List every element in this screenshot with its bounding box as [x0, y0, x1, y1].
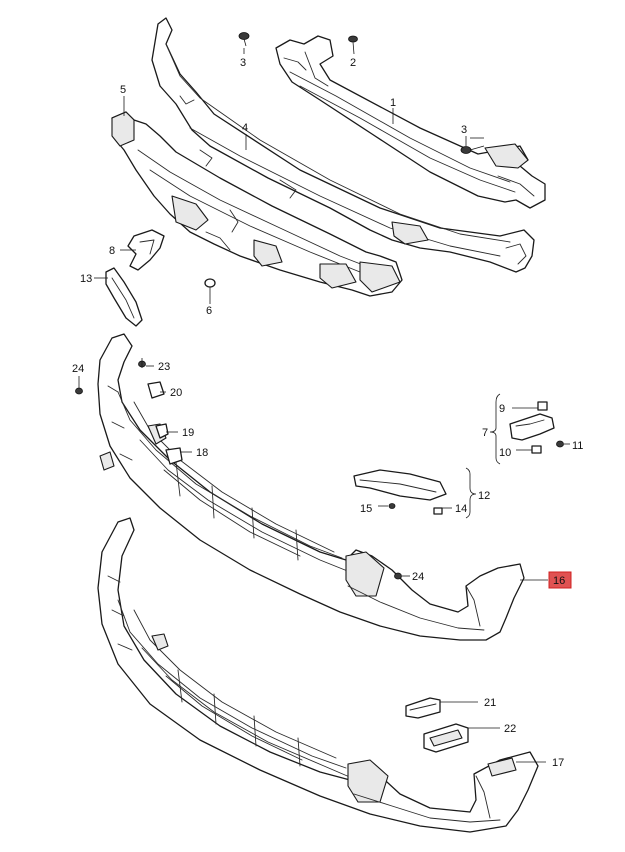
- bumper-cover-upper-part-16: [97, 333, 525, 641]
- callout-11: 11: [572, 440, 583, 452]
- bolt-part-24-right: [394, 572, 402, 580]
- clip-part-6: [204, 278, 216, 300]
- nut-part-2: [348, 35, 358, 55]
- clip-part-18: [165, 447, 183, 465]
- trim-frame-part-22: [423, 723, 469, 753]
- callout-13: 13: [80, 273, 92, 285]
- callout-3-top: 3: [240, 57, 246, 69]
- bracket-part-13: [105, 267, 143, 327]
- bolt-part-3-top: [238, 32, 250, 47]
- callout-24-left: 24: [72, 363, 84, 375]
- callout-2: 2: [350, 57, 356, 69]
- clip-part-23: [138, 358, 146, 368]
- callout-12: 12: [478, 490, 490, 502]
- callout-20: 20: [170, 387, 182, 399]
- callout-24-right: 24: [412, 571, 424, 583]
- callout-14: 14: [455, 503, 467, 515]
- center-bracket-part-12: [353, 467, 477, 519]
- callout-1: 1: [390, 97, 396, 109]
- callout-9: 9: [499, 403, 505, 415]
- side-bracket-part-7: [489, 393, 564, 465]
- bracket-part-20: [147, 381, 165, 399]
- callout-17: 17: [552, 757, 564, 769]
- callout-21: 21: [484, 697, 496, 709]
- callout-23: 23: [158, 361, 170, 373]
- callout-16: 16: [553, 575, 565, 587]
- callout-labels: 1 2 3 3 4 5 6 7 8 9 10 11 12 13 14 15 17…: [72, 57, 583, 769]
- callout-6: 6: [206, 305, 212, 317]
- callout-10: 10: [499, 447, 511, 459]
- bolt-part-3-right: [460, 145, 485, 154]
- callout-4: 4: [242, 122, 248, 134]
- callout-22: 22: [504, 723, 516, 735]
- reinforcement-carrier-part: [151, 17, 535, 273]
- callout-7: 7: [482, 427, 488, 439]
- callout-15: 15: [360, 503, 372, 515]
- callout-18: 18: [196, 447, 208, 459]
- lower-carrier-part: [111, 111, 403, 297]
- impact-beam-part: [275, 35, 546, 209]
- callout-8: 8: [109, 245, 115, 257]
- leader-lines: [94, 48, 570, 763]
- bumper-cover-lower-part-17: [97, 517, 539, 833]
- callout-3-right: 3: [461, 124, 467, 136]
- callout-16-box[interactable]: [548, 571, 572, 589]
- clip-part-19: [155, 423, 169, 439]
- callout-19: 19: [182, 427, 194, 439]
- callout-5: 5: [120, 84, 126, 96]
- bolt-part-24-left: [75, 376, 83, 395]
- callout-16-highlight[interactable]: 16: [548, 571, 572, 589]
- trim-insert-part-21: [405, 697, 441, 719]
